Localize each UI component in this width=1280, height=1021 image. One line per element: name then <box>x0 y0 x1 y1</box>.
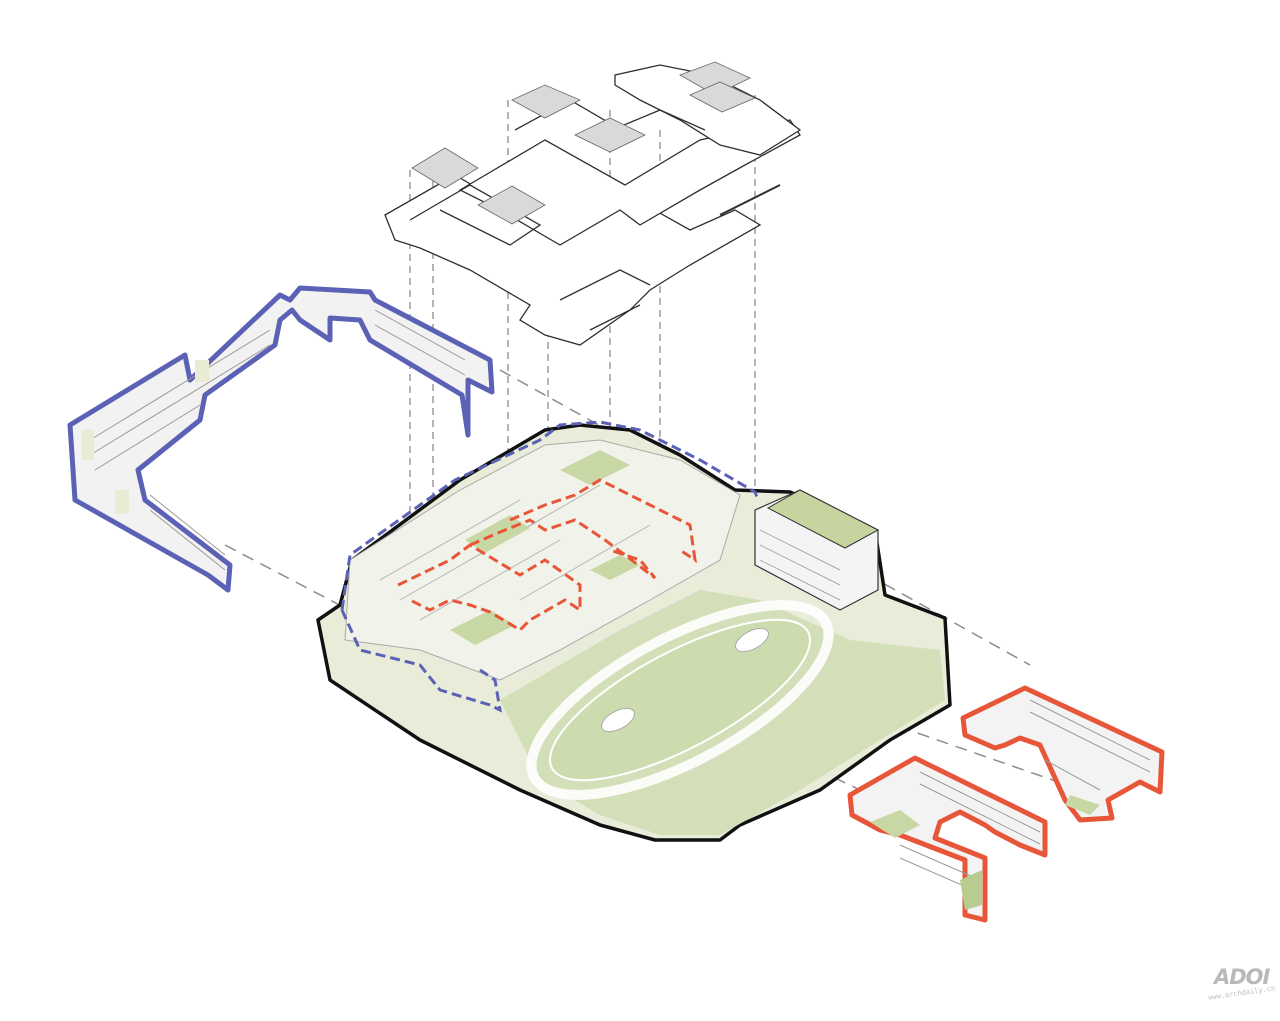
site-base <box>316 420 952 842</box>
roof-plan-wireframe <box>384 64 802 346</box>
roof-canopy-hatches <box>411 61 756 225</box>
watermark-logo: ADOI www.archdaily.cn <box>1208 955 1276 1011</box>
watermark-logo-text: ADOI <box>1214 965 1270 989</box>
red-wing-sections <box>847 685 1165 923</box>
blue-wing-section <box>67 285 495 593</box>
